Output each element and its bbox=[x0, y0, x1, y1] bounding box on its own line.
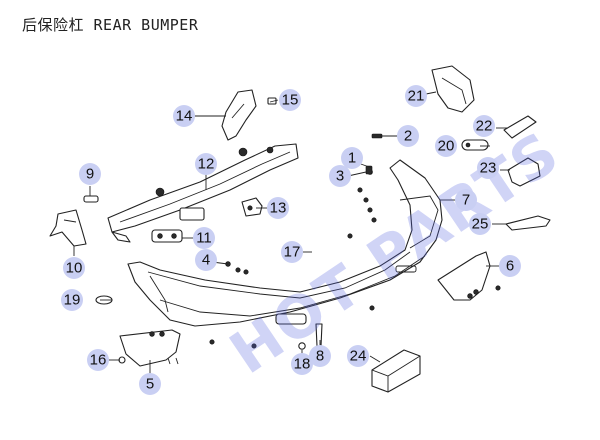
bumper-cover-part bbox=[127, 159, 443, 327]
callout-14: 14 bbox=[173, 105, 195, 127]
callout-10: 10 bbox=[63, 257, 85, 279]
callout-5: 5 bbox=[139, 373, 161, 395]
svg-text:4: 4 bbox=[202, 252, 210, 269]
svg-text:21: 21 bbox=[408, 88, 425, 105]
callout-8: 8 bbox=[309, 345, 331, 367]
svg-text:6: 6 bbox=[506, 258, 514, 275]
svg-text:9: 9 bbox=[86, 166, 94, 183]
callout-25: 25 bbox=[469, 213, 491, 235]
svg-text:19: 19 bbox=[64, 292, 81, 309]
svg-text:11: 11 bbox=[196, 230, 212, 247]
callout-18: 18 bbox=[291, 353, 313, 375]
callout-6: 6 bbox=[499, 255, 521, 277]
svg-text:7: 7 bbox=[462, 192, 470, 209]
bracket-13-part bbox=[241, 197, 263, 217]
callout-12: 12 bbox=[195, 153, 217, 175]
mudflap-6-part bbox=[437, 251, 491, 301]
reinforcement-beam-part bbox=[107, 143, 299, 243]
callout-17: 17 bbox=[281, 241, 303, 263]
svg-text:23: 23 bbox=[480, 160, 497, 177]
svg-text:2: 2 bbox=[404, 128, 412, 145]
callout-7: 7 bbox=[455, 189, 477, 211]
heat-shield-21-part bbox=[431, 65, 475, 113]
svg-text:5: 5 bbox=[146, 376, 154, 393]
svg-text:13: 13 bbox=[270, 200, 287, 217]
svg-text:8: 8 bbox=[316, 348, 324, 365]
callout-15: 15 bbox=[279, 89, 301, 111]
svg-text:1: 1 bbox=[348, 150, 356, 167]
svg-text:14: 14 bbox=[176, 108, 193, 125]
clip-9-part bbox=[83, 195, 99, 203]
callout-3: 3 bbox=[329, 165, 351, 187]
callout-9: 9 bbox=[79, 163, 101, 185]
callout-13: 13 bbox=[267, 197, 289, 219]
bracket-22-part bbox=[503, 115, 537, 139]
svg-text:16: 16 bbox=[90, 352, 107, 369]
callout-2: 2 bbox=[397, 125, 419, 147]
svg-text:18: 18 bbox=[294, 356, 311, 373]
bracket-23-part bbox=[507, 157, 541, 187]
svg-text:24: 24 bbox=[350, 348, 367, 365]
svg-text:25: 25 bbox=[472, 216, 489, 233]
diagram-title: 后保险杠 REAR BUMPER bbox=[22, 16, 199, 34]
svg-text:20: 20 bbox=[438, 138, 455, 155]
callout-24: 24 bbox=[347, 345, 369, 367]
mudflap-5-part bbox=[119, 329, 181, 367]
callout-22: 22 bbox=[473, 115, 495, 137]
trim-25-part bbox=[505, 215, 551, 231]
side-bracket-10-part bbox=[49, 209, 87, 247]
callout-19: 19 bbox=[61, 289, 83, 311]
callout-20: 20 bbox=[435, 135, 457, 157]
svg-text:15: 15 bbox=[282, 92, 299, 109]
callout-21: 21 bbox=[405, 85, 427, 107]
callout-1: 1 bbox=[341, 147, 363, 169]
bracket-14-part bbox=[221, 89, 257, 141]
svg-text:3: 3 bbox=[336, 168, 344, 185]
bracket-11-part bbox=[151, 229, 183, 243]
sensor-20-part bbox=[461, 139, 489, 151]
callout-16: 16 bbox=[87, 349, 109, 371]
svg-text:22: 22 bbox=[476, 118, 493, 135]
callout-23: 23 bbox=[477, 157, 499, 179]
box-24-part bbox=[371, 349, 421, 393]
svg-text:17: 17 bbox=[284, 244, 301, 261]
callout-11: 11 bbox=[193, 227, 215, 249]
svg-text:10: 10 bbox=[66, 260, 83, 277]
callout-4: 4 bbox=[195, 249, 217, 271]
svg-text:12: 12 bbox=[198, 156, 215, 173]
